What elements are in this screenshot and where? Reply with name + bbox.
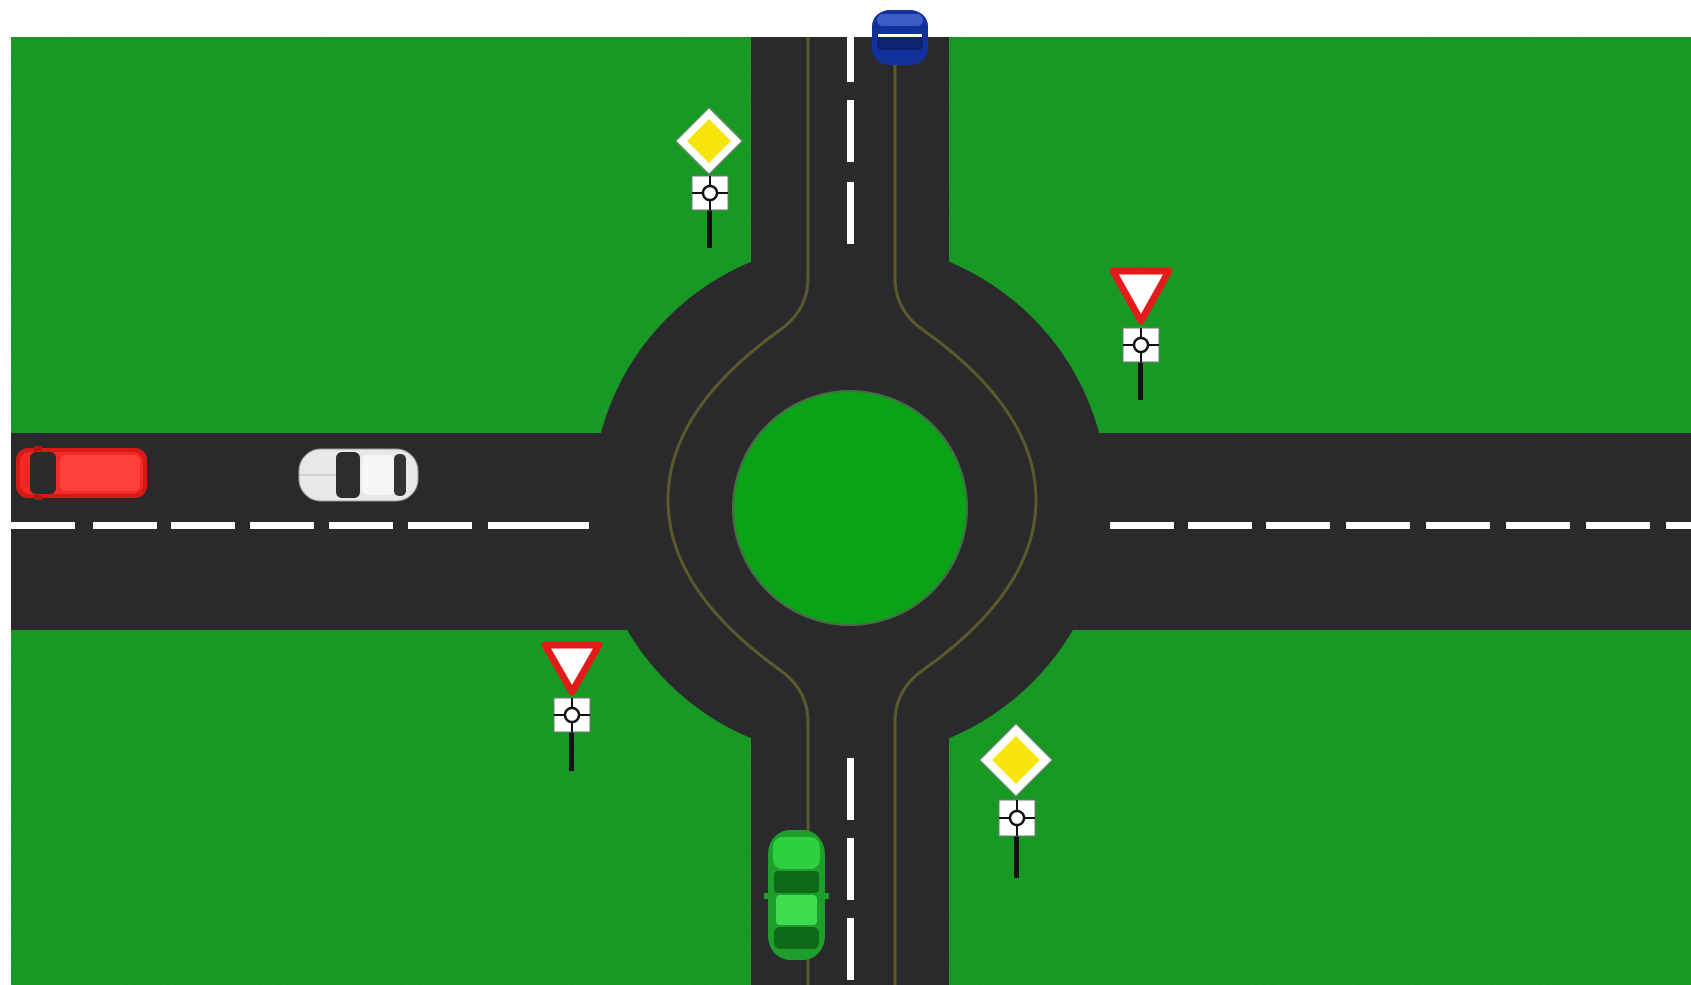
central-island — [732, 390, 968, 626]
priority-road-sign — [675, 107, 743, 248]
priority-road-sign — [979, 723, 1053, 878]
give-way-sign — [1109, 267, 1173, 400]
road-network — [11, 37, 1691, 985]
lane-markings — [11, 37, 1691, 980]
blue-car[interactable] — [872, 10, 928, 65]
white-car[interactable] — [298, 448, 419, 502]
give-way-sign — [541, 641, 603, 771]
green-car[interactable] — [764, 830, 829, 960]
red-van[interactable] — [16, 446, 147, 500]
inner-edge-lines — [666, 37, 1038, 985]
